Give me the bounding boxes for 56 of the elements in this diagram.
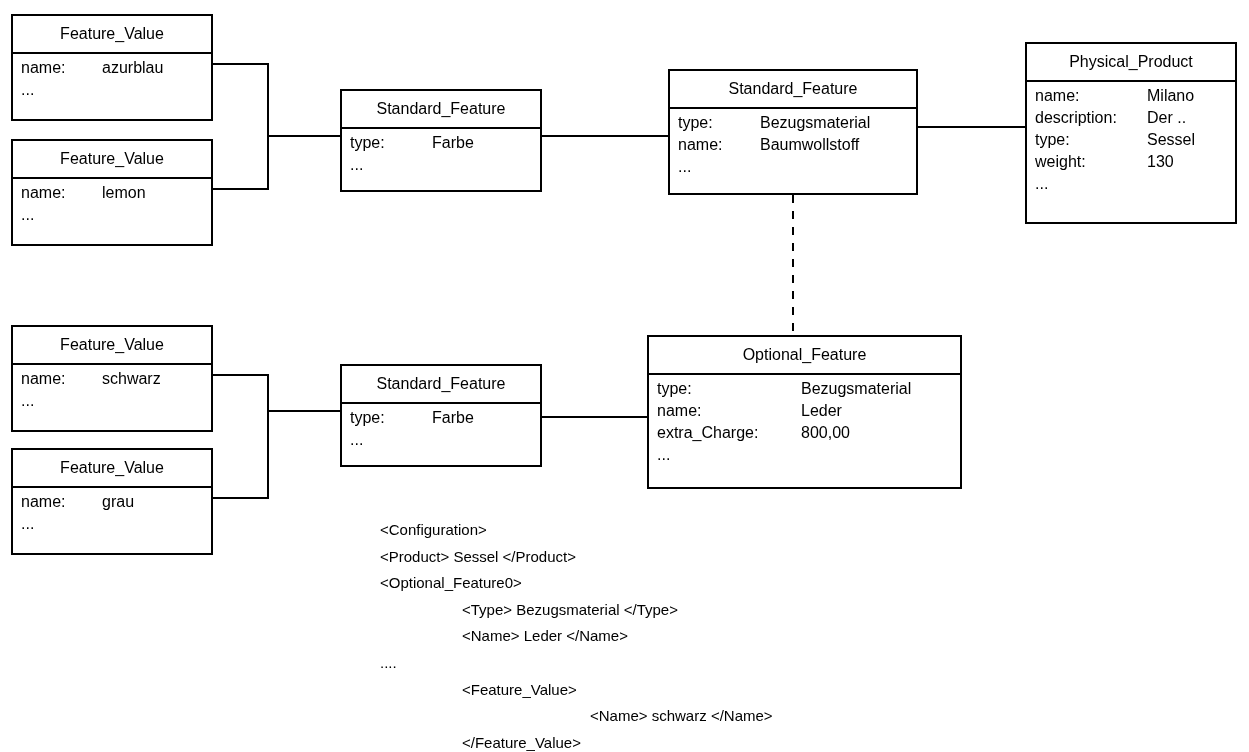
attribute-row-text: type: Farbe	[350, 408, 475, 428]
code-line: <Type> Bezugsmaterial </Type>	[462, 601, 678, 619]
attribute-row-text: name: schwarz	[21, 369, 162, 389]
class-box	[11, 325, 213, 432]
attribute-row-text: type: Sessel	[1035, 130, 1197, 150]
code-line: <Feature_Value>	[462, 681, 577, 699]
class-box	[340, 364, 542, 467]
attribute-row-text: name: grau	[21, 492, 136, 512]
attribute-row-text: ...	[21, 514, 36, 534]
attribute-row-text: description: Der ..	[1035, 108, 1188, 128]
code-line: <Optional_Feature0>	[380, 574, 522, 592]
code-line: </Feature_Value>	[462, 734, 581, 752]
connector-line	[212, 135, 341, 190]
class-name: Physical_Product	[1027, 44, 1235, 82]
attribute-row-text: name: Milano	[1035, 86, 1196, 106]
attribute-row-text: ...	[21, 391, 36, 411]
connector-line	[541, 416, 648, 418]
class-name: Feature_Value	[13, 16, 211, 54]
class-box	[11, 14, 213, 121]
code-line: <Name> Leder </Name>	[462, 627, 628, 645]
attribute-row-text: ...	[678, 157, 693, 177]
class-box	[1025, 42, 1237, 224]
class-name: Standard_Feature	[342, 91, 540, 129]
attribute-row-text: ...	[657, 445, 672, 465]
connector-line	[541, 135, 669, 137]
attribute-row-text: ...	[1035, 174, 1050, 194]
class-box	[668, 69, 918, 195]
class-name: Standard_Feature	[342, 366, 540, 404]
code-line: <Configuration>	[380, 521, 487, 539]
attribute-row-text: name: lemon	[21, 183, 147, 203]
attribute-row-text: type: Bezugsmaterial	[657, 379, 913, 399]
code-line: <Product> Sessel </Product>	[380, 548, 576, 566]
class-name: Standard_Feature	[670, 71, 916, 109]
class-name: Feature_Value	[13, 450, 211, 488]
attribute-row-text: extra_Charge: 800,00	[657, 423, 851, 443]
attribute-row-text: weight: 130	[1035, 152, 1175, 172]
connector-line	[212, 410, 341, 499]
class-box	[340, 89, 542, 192]
attribute-row-text: ...	[350, 430, 365, 450]
attribute-row-text: name: Baumwollstoff	[678, 135, 861, 155]
attribute-row-text: ...	[21, 205, 36, 225]
class-name: Feature_Value	[13, 141, 211, 179]
class-box	[11, 448, 213, 555]
attribute-row-text: name: azurblau	[21, 58, 165, 78]
attribute-row-text: ...	[21, 80, 36, 100]
code-line: <Name> schwarz </Name>	[590, 707, 773, 725]
connector-line	[917, 126, 1026, 128]
class-name: Optional_Feature	[649, 337, 960, 375]
code-line: ....	[380, 654, 397, 672]
class-box	[11, 139, 213, 246]
attribute-row-text: type: Bezugsmaterial	[678, 113, 872, 133]
attribute-row-text: name: Leder	[657, 401, 843, 421]
attribute-row-text: type: Farbe	[350, 133, 475, 153]
attribute-row-text: ...	[350, 155, 365, 175]
class-name: Feature_Value	[13, 327, 211, 365]
class-box	[647, 335, 962, 489]
